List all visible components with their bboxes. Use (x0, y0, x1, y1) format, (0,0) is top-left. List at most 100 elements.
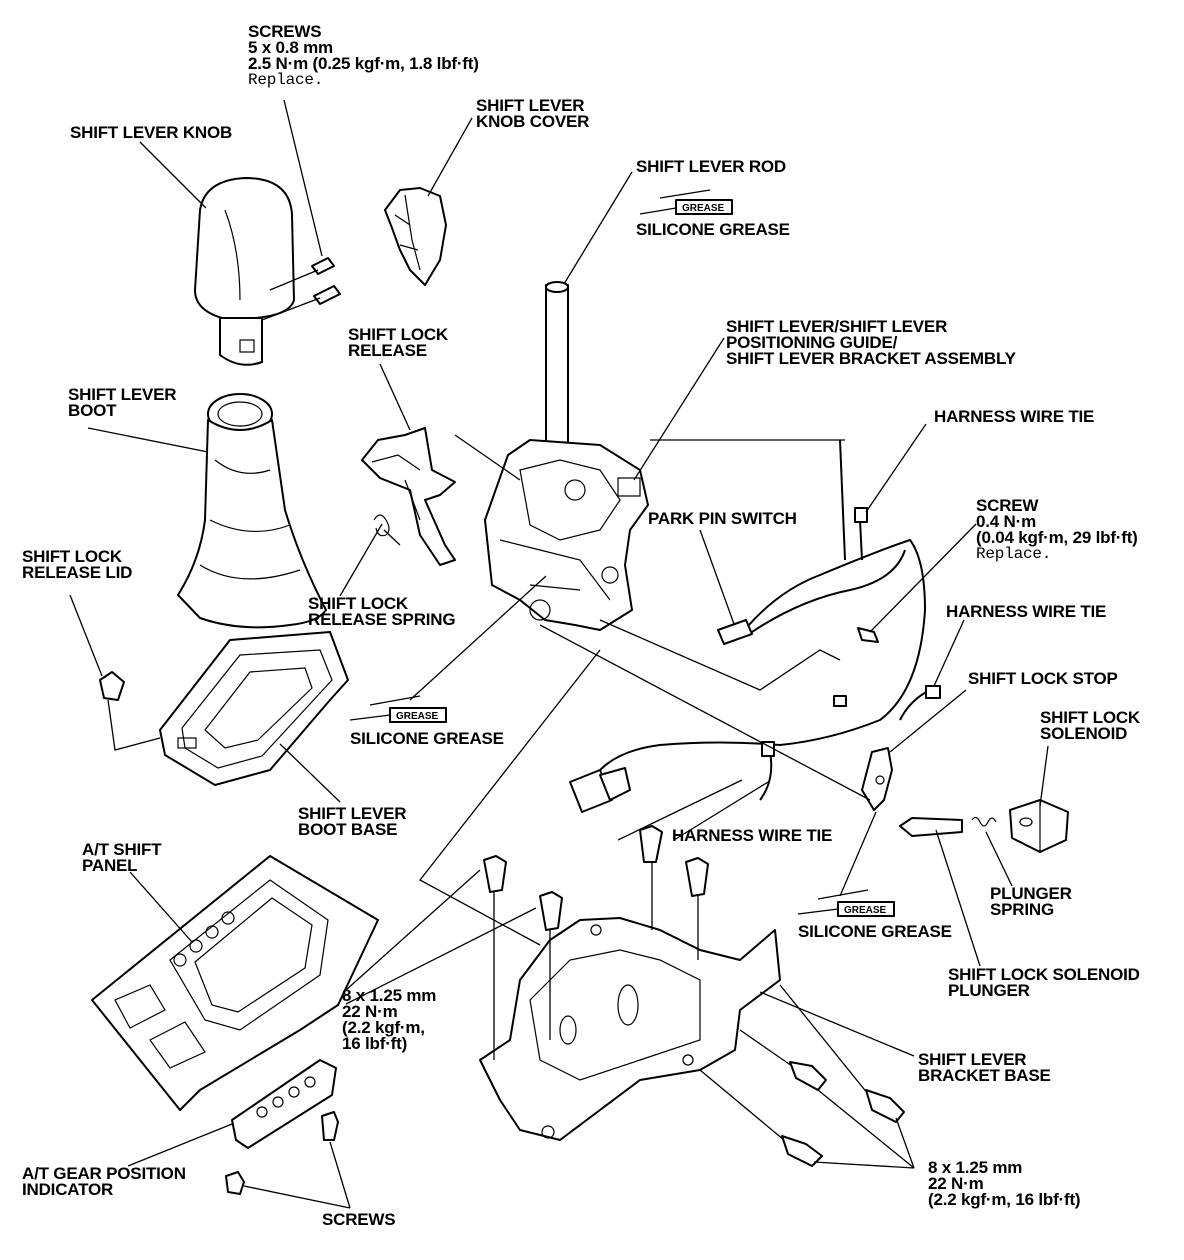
label-lid: SHIFT LOCK RELEASE LID (22, 547, 133, 582)
screw-right-note: Replace. (976, 545, 1052, 563)
plunger-spring (971, 816, 997, 827)
park-pin-text: PARK PIN SWITCH (648, 509, 797, 528)
at-panel-line-2: PANEL (82, 856, 138, 875)
assembly-line-2: POSITIONING GUIDE/ (726, 333, 898, 352)
assembly-line-1: SHIFT LEVER/SHIFT LEVER (726, 317, 948, 336)
grease-tube-icon-3: GREASE (797, 889, 895, 917)
shift-lock-solenoid-plunger (899, 817, 963, 837)
bolt-spec-left-line-1: 8 x 1.25 mm (342, 986, 437, 1005)
label-lock-release: SHIFT LOCK RELEASE (348, 325, 448, 360)
bolt-spec-right-line-1: 8 x 1.25 mm (928, 1158, 1023, 1177)
screw-right-title: SCREW (976, 496, 1039, 515)
label-screws-bottom: SCREWS (322, 1211, 396, 1228)
bracket-bolts (483, 825, 905, 1167)
lid-line-1: SHIFT LOCK (22, 547, 122, 566)
boot-base-line-2: BOOT BASE (298, 820, 398, 839)
plunger-spring-line-1: PLUNGER (990, 884, 1072, 903)
boot-line-1: SHIFT LEVER (68, 385, 177, 404)
wire-tie-3-text: HARNESS WIRE TIE (672, 826, 833, 845)
label-wire-tie-2: HARNESS WIRE TIE (946, 602, 1107, 621)
boot-line-2: BOOT (68, 401, 117, 420)
leader-lines (87, 99, 1049, 1209)
knob-screws (261, 257, 341, 321)
grease-tube-icon-2: GREASE (349, 695, 447, 723)
label-grease-2: SILICONE GREASE (350, 729, 504, 748)
bolt-spec-left-line-2: 22 N·m (342, 1002, 398, 1021)
shift-lock-solenoid (1009, 799, 1069, 853)
lid-line-2: RELEASE LID (22, 563, 133, 582)
lock-stop-text: SHIFT LOCK STOP (968, 669, 1118, 688)
lock-release-line-1: SHIFT LOCK (348, 325, 448, 344)
bolt-spec-left-line-4: 16 lbf·ft) (342, 1034, 408, 1053)
rod-text: SHIFT LEVER ROD (636, 157, 787, 176)
label-assembly: SHIFT LEVER/SHIFT LEVER POSITIONING GUID… (726, 317, 1016, 368)
label-wire-tie-1: HARNESS WIRE TIE (934, 407, 1095, 426)
at-panel-line-1: A/T SHIFT (82, 840, 162, 859)
label-release-spring: SHIFT LOCK RELEASE SPRING (308, 594, 456, 629)
shift-lever-bracket-base (479, 917, 781, 1141)
grease-2-text: SILICONE GREASE (350, 729, 504, 748)
bolt-spec-left-line-3: (2.2 kgf·m, (342, 1018, 425, 1037)
label-bolt-spec-right: 8 x 1.25 mm 22 N·m (2.2 kgf·m, 16 lbf·ft… (928, 1158, 1081, 1209)
label-boot: SHIFT LEVER BOOT (68, 385, 177, 420)
screws-top-torque: 2.5 N·m (0.25 kgf·m, 1.8 lbf·ft) (248, 54, 479, 73)
shift-lever-knob (194, 177, 295, 366)
label-plunger-spring: PLUNGER SPRING (990, 884, 1072, 918)
label-solenoid: SHIFT LOCK SOLENOID (1040, 708, 1140, 742)
knob-text: SHIFT LEVER KNOB (70, 123, 233, 142)
release-spring-line-1: SHIFT LOCK (308, 594, 408, 613)
shift-lever-bracket-assembly (484, 439, 649, 631)
shift-lock-stop (861, 747, 893, 811)
wire-tie-2-text: HARNESS WIRE TIE (946, 602, 1107, 621)
release-spring-line-2: RELEASE SPRING (308, 610, 456, 629)
solenoid-plunger-line-2: PLUNGER (948, 981, 1030, 1000)
harness-connector (569, 767, 631, 813)
shift-lever-boot (177, 393, 327, 629)
label-grease-1: SILICONE GREASE (636, 221, 790, 238)
solenoid-line-1: SHIFT LOCK (1040, 708, 1140, 727)
lock-release-line-2: RELEASE (348, 341, 427, 360)
park-pin-switch (717, 619, 753, 645)
wire-tie-1-text: HARNESS WIRE TIE (934, 407, 1095, 426)
knob-cover-line-2: KNOB COVER (476, 112, 590, 131)
at-gear-position-indicator (231, 1059, 337, 1149)
label-boot-base: SHIFT LEVER BOOT BASE (298, 805, 407, 839)
solenoid-plunger-line-1: SHIFT LOCK SOLENOID (948, 965, 1140, 984)
assembly-line-3: SHIFT LEVER BRACKET ASSEMBLY (726, 349, 1016, 368)
shift-lever-boot-base (159, 631, 349, 786)
bolt-spec-right-line-3: (2.2 kgf·m, 16 lbf·ft) (928, 1190, 1081, 1209)
label-solenoid-plunger: SHIFT LOCK SOLENOID PLUNGER (948, 965, 1140, 1000)
label-screw-right: SCREW 0.4 N·m (0.04 kgf·m, 29 lbf·ft) Re… (976, 496, 1138, 563)
grease-tag-1: GREASE (682, 203, 725, 214)
screws-top-size: 5 x 0.8 mm (248, 38, 333, 57)
label-rod: SHIFT LEVER ROD (636, 157, 787, 176)
shift-lock-release (361, 427, 456, 566)
indicator-line-2: INDICATOR (22, 1180, 114, 1199)
label-park-pin: PARK PIN SWITCH (648, 509, 797, 528)
label-knob-cover: SHIFT LEVER KNOB COVER (476, 97, 590, 131)
indicator-line-1: A/T GEAR POSITION (22, 1164, 186, 1183)
at-shift-panel (91, 855, 379, 1111)
screw-right (857, 627, 879, 643)
indicator-screws (225, 1111, 339, 1195)
label-knob: SHIFT LEVER KNOB (70, 123, 233, 142)
grease-3-text: SILICONE GREASE (798, 922, 952, 941)
shift-lever-knob-cover (384, 187, 447, 286)
label-grease-3: SILICONE GREASE (798, 922, 952, 941)
bracket-base-line-1: SHIFT LEVER (918, 1050, 1027, 1069)
bolt-spec-right-line-2: 22 N·m (928, 1174, 984, 1193)
shift-lever-rod (545, 281, 569, 461)
label-indicator: A/T GEAR POSITION INDICATOR (22, 1164, 186, 1199)
label-bolt-spec-left: 8 x 1.25 mm 22 N·m (2.2 kgf·m, 16 lbf·ft… (342, 986, 437, 1053)
label-bracket-base: SHIFT LEVER BRACKET BASE (918, 1050, 1051, 1085)
screw-right-torque: 0.4 N·m (976, 512, 1037, 531)
screws-top-title: SCREWS (248, 22, 322, 41)
label-at-panel: A/T SHIFT PANEL (82, 840, 162, 875)
label-wire-tie-3: HARNESS WIRE TIE (672, 826, 833, 845)
assembly-guide-lines (419, 434, 871, 946)
label-screws-top: SCREWS 5 x 0.8 mm 2.5 N·m (0.25 kgf·m, 1… (248, 22, 479, 88)
grease-tube-icon-1: GREASE (639, 189, 733, 215)
shift-lock-release-spring (373, 514, 401, 546)
bracket-base-line-2: BRACKET BASE (918, 1066, 1051, 1085)
